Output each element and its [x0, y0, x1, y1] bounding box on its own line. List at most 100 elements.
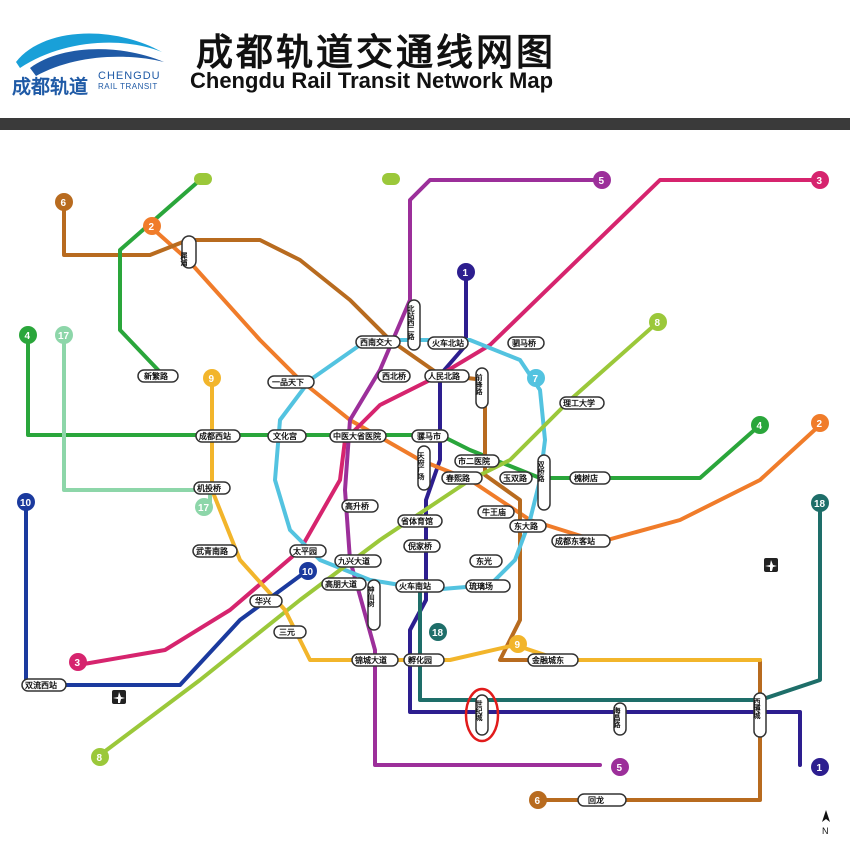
line-18-route: [418, 503, 822, 702]
hub-xiankuandian: 槐树店: [573, 473, 598, 483]
hub-dongdalu: 东大路: [514, 521, 539, 531]
line-8-route: [98, 320, 660, 757]
svg-text:5: 5: [599, 176, 605, 187]
line-badge-8: 8: [649, 313, 667, 331]
hub-haichanglu: 海昌路: [613, 706, 622, 729]
line-badge-9-south: 9: [509, 635, 527, 653]
hub-huochenanzhan: 火车南站: [399, 581, 431, 591]
highlight-circle: [464, 687, 500, 743]
page-subtitle: Chengdu Rail Transit Network Map: [190, 68, 554, 93]
line-badge-2-north-b: [382, 173, 400, 185]
hub-shierzhongyiyuan: 市二医院: [458, 456, 490, 466]
metro-map[interactable]: 犀浦 一品天下 西南交大 北站西二路 火车北站 驷马桥 西北桥 人民北路 前锋路…: [0, 130, 850, 850]
line-badge-3-west: 3: [69, 653, 87, 671]
hub-yipintianxia: 一品天下: [272, 378, 304, 387]
hub-shenxianshu: 神仙树: [367, 585, 375, 608]
logo-text-cn: 成都轨道: [12, 76, 89, 98]
hub-shuangliuxizhan: 双流西站: [25, 680, 57, 690]
line-2-route: [150, 226, 822, 544]
hub-jichang: 机投桥: [197, 483, 222, 493]
svg-text:10: 10: [20, 498, 32, 509]
hub-jinchengdadao: 锦城大道: [355, 655, 387, 665]
hub-chengduxizhan: 成都西站: [199, 431, 231, 441]
svg-text:N: N: [822, 826, 829, 836]
hub-shijicheng: 世纪城: [475, 699, 483, 722]
svg-text:10: 10: [302, 567, 314, 578]
compass-icon: N: [822, 810, 830, 836]
hub-ligongdaxue: 理工大学: [563, 398, 595, 408]
hub-luomashi: 骡马市: [417, 431, 441, 441]
hub-tiyuchang: 省体育馆: [400, 516, 433, 526]
hub-huochebeizhan: 火车北站: [432, 338, 464, 348]
hub-fuhuadao: 孵化园: [407, 655, 432, 665]
hub-wuqingnan: 武青南路: [196, 546, 229, 556]
svg-text:5: 5: [617, 763, 623, 774]
svg-text:6: 6: [61, 198, 67, 209]
svg-text:8: 8: [655, 318, 661, 329]
line-badge-1: 1: [457, 263, 475, 281]
svg-text:2: 2: [149, 222, 155, 233]
line-1-route: [408, 270, 802, 767]
hub-jinrongcheng: 金融城东: [531, 655, 564, 665]
line-badge-9: 9: [203, 369, 221, 387]
line-5-route: [343, 178, 604, 767]
hub-yushuanglu: 玉双路: [503, 473, 528, 483]
hub-xibeiqiao: 西北桥: [382, 371, 407, 381]
line-badge-8-south: 8: [91, 748, 109, 766]
line-badge-2-north: [194, 173, 212, 185]
hub-xibocheng: 西博城: [753, 698, 761, 720]
line-badge-4: 4: [19, 326, 37, 344]
hub-jiuxingdadao: 九兴大道: [337, 556, 370, 566]
svg-text:6: 6: [535, 796, 541, 807]
line-badge-5-south: 5: [611, 758, 629, 776]
line-badge-2: 2: [143, 217, 161, 235]
svg-text:9: 9: [209, 374, 215, 385]
line-badge-6-south: 6: [529, 791, 547, 809]
hub-xinfanlu: 新繁路: [144, 371, 169, 381]
svg-text:17: 17: [198, 503, 210, 514]
hub-renminbeilu: 人民北路: [428, 371, 461, 381]
svg-text:18: 18: [432, 628, 444, 639]
line-17-route: [62, 333, 212, 507]
svg-text:1: 1: [463, 268, 469, 279]
svg-text:17: 17: [58, 331, 70, 342]
line-badge-10: 10: [17, 493, 35, 511]
hub-nirqiao: 倪家桥: [408, 541, 433, 551]
logo-text-en: CHENGDU: [98, 70, 161, 82]
airport-icon: [112, 690, 126, 704]
hub-lichuanjiang: 琉璃场: [469, 581, 493, 591]
line-badge-10-east: 10: [299, 562, 317, 580]
hub-zhongyidasheng: 中医大省医院: [333, 431, 381, 441]
svg-text:1: 1: [817, 763, 823, 774]
line-2-west-route: [118, 178, 202, 374]
line-badge-4-east: 4: [751, 416, 769, 434]
hub-huilong: 回龙: [588, 795, 604, 805]
header: 成都轨道 CHENGDU RAIL TRANSIT 成都轨道交通线网图 Chen…: [0, 0, 850, 118]
svg-text:7: 7: [533, 374, 539, 385]
hub-simaqiao: 驷马桥: [512, 338, 537, 348]
hub-xipu: 犀浦: [180, 251, 189, 267]
svg-text:3: 3: [817, 176, 823, 187]
svg-text:3: 3: [75, 658, 81, 669]
hub-gaoshengqiao: 高升桥: [345, 501, 370, 511]
hub-labels: 犀浦 一品天下 西南交大 北站西二路 火车北站 驷马桥 西北桥 人民北路 前锋路…: [25, 251, 761, 805]
hub-huaxing: 华兴: [255, 596, 271, 606]
line-badge-17: 17: [55, 326, 73, 344]
hub-chunxilu: 春熙路: [446, 473, 471, 483]
logo-text-en-sub: RAIL TRANSIT: [98, 82, 158, 91]
line-badge-1-south: 1: [811, 758, 829, 776]
line-badge-3: 3: [811, 171, 829, 189]
line-badge-18-north: 18: [429, 623, 447, 641]
svg-text:9: 9: [515, 640, 521, 651]
line-badge-17-south: 17: [195, 498, 213, 516]
hub-dongguang: 东光: [476, 556, 492, 566]
hub-tianfuguangchang: 天府广场: [417, 452, 426, 481]
hub-xinanjiaoda: 西南交大: [360, 337, 392, 347]
header-divider: [0, 118, 850, 130]
svg-text:4: 4: [757, 421, 763, 432]
airport-icon-east: [764, 558, 778, 572]
line-badge-18: 18: [811, 494, 829, 512]
page-title: 成都轨道交通线网图: [196, 31, 556, 74]
chengdu-metro-logo: [16, 33, 164, 76]
line-badge-7: 7: [527, 369, 545, 387]
